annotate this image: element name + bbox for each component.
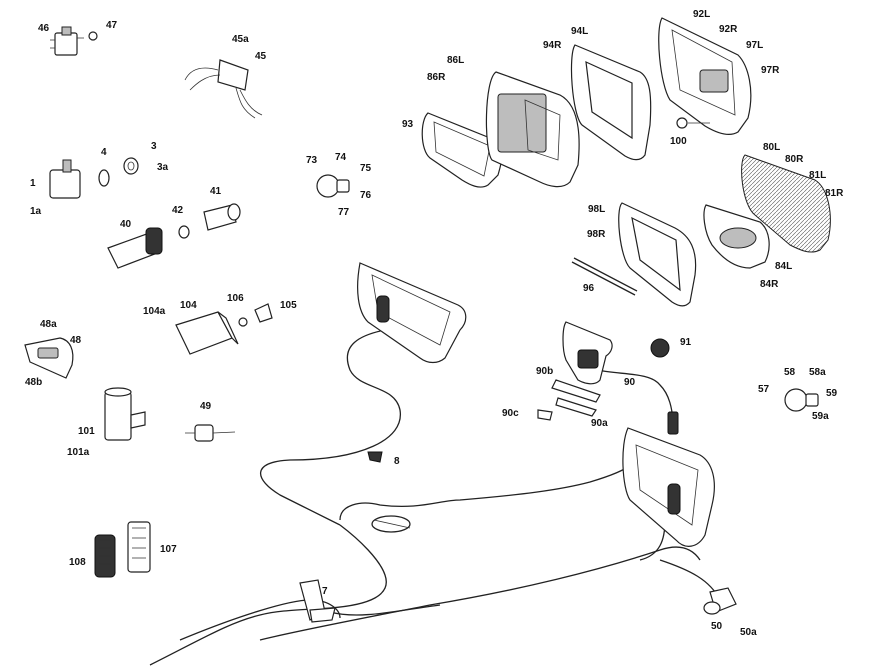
label-94R: 94R: [543, 40, 562, 51]
tail-light-housing-left: [357, 262, 467, 364]
label-81R: 81R: [825, 188, 844, 199]
label-48b: 48b: [25, 377, 43, 388]
label-104: 104: [180, 300, 197, 311]
bracket-48: [24, 337, 74, 379]
label-58: 58: [784, 367, 796, 378]
flasher-101: [104, 387, 146, 441]
label-80R: 80R: [785, 154, 804, 165]
label-48a: 48a: [40, 319, 57, 330]
label-41: 41: [210, 186, 222, 197]
label-84L: 84L: [775, 261, 793, 272]
label-50: 50: [711, 621, 723, 632]
label-59a: 59a: [812, 411, 829, 422]
label-94L: 94L: [571, 26, 589, 37]
label-45: 45: [255, 51, 267, 62]
label-1a: 1a: [30, 206, 42, 217]
clip-8: [367, 451, 383, 463]
headlamp-assembly: [421, 17, 752, 188]
label-96: 96: [583, 283, 595, 294]
label-97R: 97R: [761, 65, 780, 76]
socket-50: [703, 587, 737, 615]
label-90b: 90b: [536, 366, 554, 377]
label-58a: 58a: [809, 367, 826, 378]
label-57: 57: [758, 384, 770, 395]
label-40: 40: [120, 219, 132, 230]
cigar-lighter-40: [107, 203, 241, 269]
label-1: 1: [30, 178, 36, 189]
socket-49: [185, 424, 236, 442]
label-107: 107: [160, 544, 177, 555]
frame-98-and-strip-96: [571, 202, 697, 307]
label-86R: 86R: [427, 72, 446, 83]
label-75: 75: [360, 163, 372, 174]
bulb-57: [784, 388, 819, 412]
connector-108: [94, 534, 116, 578]
relay-45: [184, 59, 263, 119]
label-91: 91: [680, 337, 692, 348]
bulb-73: [316, 174, 350, 198]
switch-1: [49, 157, 139, 199]
label-74: 74: [335, 152, 347, 163]
connector-107: [127, 521, 151, 573]
turn-signal-assembly: [703, 154, 831, 269]
label-48: 48: [70, 335, 82, 346]
label-80L: 80L: [763, 142, 781, 153]
license-light-assembly: [537, 321, 679, 435]
label-81L: 81L: [809, 170, 827, 181]
label-46: 46: [38, 23, 50, 34]
label-84R: 84R: [760, 279, 779, 290]
label-90: 90: [624, 377, 636, 388]
label-100: 100: [670, 136, 687, 147]
label-101: 101: [78, 426, 95, 437]
label-104a: 104a: [143, 306, 166, 317]
label-73: 73: [306, 155, 318, 166]
bulb-91: [650, 338, 670, 358]
label-3: 3: [151, 141, 157, 152]
label-45a: 45a: [232, 34, 249, 45]
label-47: 47: [106, 20, 118, 31]
label-59: 59: [826, 388, 838, 399]
label-76: 76: [360, 190, 372, 201]
label-50a: 50a: [740, 627, 757, 638]
relay-104: [175, 303, 273, 355]
label-3a: 3a: [157, 162, 169, 173]
label-8: 8: [394, 456, 400, 467]
grommet-7: [299, 579, 336, 623]
label-90a: 90a: [591, 418, 608, 429]
label-92R: 92R: [719, 24, 738, 35]
label-98L: 98L: [588, 204, 606, 215]
label-4: 4: [101, 147, 107, 158]
label-49: 49: [200, 401, 212, 412]
label-42: 42: [172, 205, 184, 216]
label-98R: 98R: [587, 229, 606, 240]
label-92L: 92L: [693, 9, 711, 20]
label-97L: 97L: [746, 40, 764, 51]
label-86L: 86L: [447, 55, 465, 66]
label-90c: 90c: [502, 408, 519, 419]
label-106: 106: [227, 293, 244, 304]
label-93: 93: [402, 119, 414, 130]
label-77: 77: [338, 207, 350, 218]
label-105: 105: [280, 300, 297, 311]
switch-46: [50, 26, 98, 56]
label-7: 7: [322, 586, 328, 597]
label-108: 108: [69, 557, 86, 568]
label-101a: 101a: [67, 447, 90, 458]
tail-light-housing-right: [622, 427, 715, 547]
